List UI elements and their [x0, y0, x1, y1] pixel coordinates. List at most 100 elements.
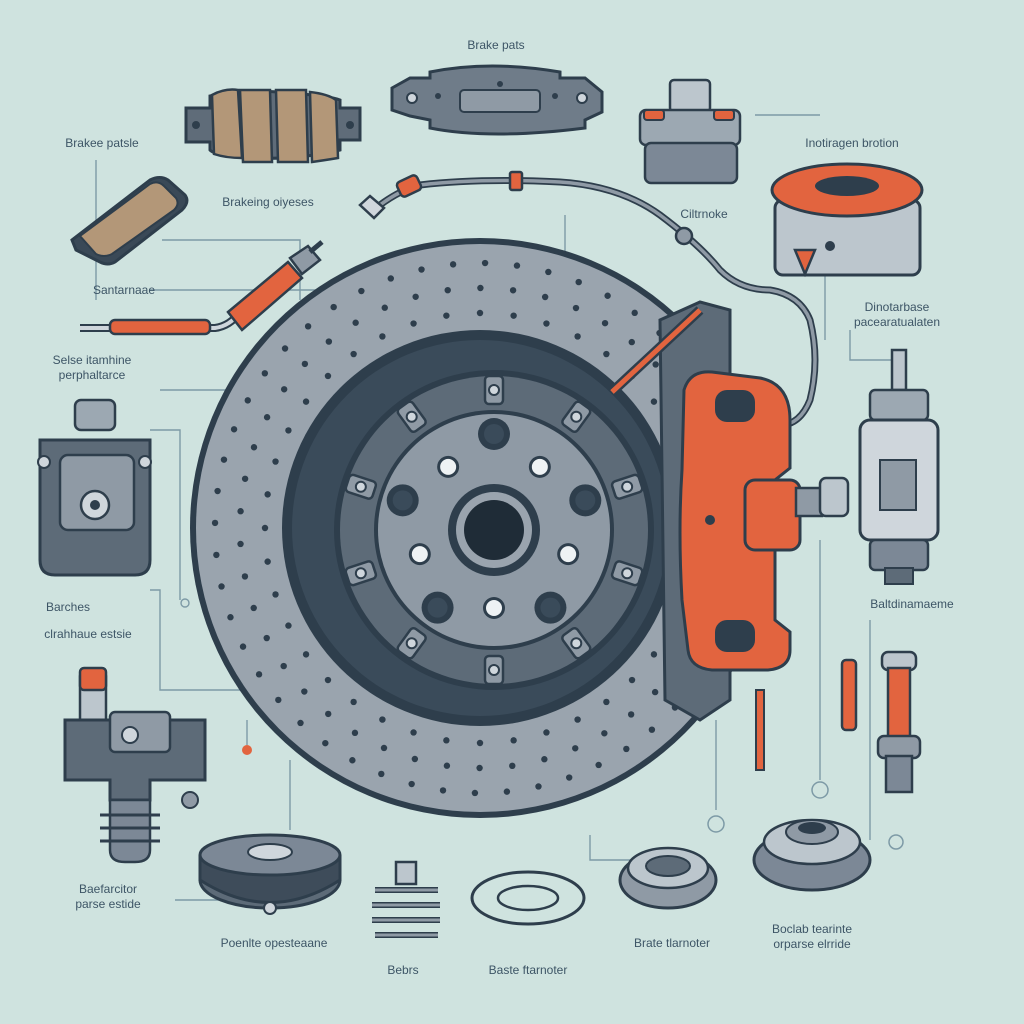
lug-hole-inner: [440, 458, 457, 475]
rotor-hole: [509, 287, 517, 294]
label-caliper-housing-b: clrahhaue estsie: [44, 627, 132, 641]
rotor-hole: [211, 519, 219, 527]
rotor-hole: [351, 729, 359, 737]
lug-hole-inner: [392, 490, 413, 511]
return-spring: [372, 860, 440, 938]
label-piston-seal: Brate tlarnoter: [633, 936, 711, 950]
rotor-hole: [250, 604, 257, 612]
brake-hose: [80, 240, 324, 336]
rotor-hole: [304, 323, 312, 330]
hub-bolt-head: [488, 384, 500, 396]
rotor-hole: [330, 303, 337, 311]
brake-sensor: [858, 348, 940, 585]
rotor-hole: [241, 475, 249, 482]
piston-housing: [198, 833, 342, 915]
lug-hole-inner: [540, 597, 561, 618]
rotor-hole: [358, 287, 365, 295]
rotor-hole: [541, 293, 549, 301]
rotor-hole: [301, 360, 309, 368]
rotor-hole: [297, 719, 304, 727]
rotor-hole: [575, 278, 582, 286]
rotor-hole: [574, 716, 581, 723]
label-bleeder-a: Baefarcitor: [78, 882, 138, 896]
rotor-hole: [449, 261, 457, 268]
rotor-hole: [601, 319, 609, 327]
fluid-reservoir: [770, 162, 924, 278]
rotor-hole: [509, 762, 516, 770]
rotor-hole: [603, 350, 610, 358]
rotor-hole: [378, 770, 385, 778]
rotor-hole: [324, 372, 332, 380]
hub-bolt-head: [354, 567, 367, 580]
rotor-hole: [301, 688, 308, 695]
rotor-hole: [280, 386, 288, 393]
label-bearing-cap-b: orparse elrride: [773, 937, 851, 951]
rotor-hole: [623, 745, 630, 753]
rotor-hole: [272, 458, 279, 465]
rotor-hole: [237, 540, 244, 548]
hub-bolt-head: [621, 567, 634, 580]
rotor-hole: [601, 730, 608, 737]
rotor-hole: [443, 762, 451, 769]
rotor-hole: [261, 524, 269, 532]
rotor-hole: [545, 268, 552, 276]
rotor-hole: [651, 688, 659, 696]
hub-bolt-head: [570, 637, 583, 650]
rotor-hole: [412, 293, 419, 300]
label-sensor-b: pacearatualaten: [853, 315, 941, 329]
leader-lines: [95, 114, 905, 901]
rotor-hole: [250, 444, 258, 451]
rotor-hole: [476, 739, 484, 747]
rotor-hole: [263, 634, 270, 642]
guide-pins: [755, 650, 922, 794]
rotor-hole: [566, 774, 573, 781]
rotor-hole: [595, 761, 602, 769]
label-dust-seal: Baste ftarnoter: [488, 963, 568, 977]
rotor-hole: [264, 558, 271, 565]
rotor-hole: [513, 262, 521, 269]
rotor-hole: [627, 711, 635, 718]
bearing-cap: [752, 818, 872, 892]
rotor-hole: [604, 292, 611, 299]
rotor-hole: [380, 744, 388, 752]
rotor-hole: [510, 737, 517, 744]
rotor-hole: [411, 755, 419, 763]
hub-bolt-head: [405, 637, 418, 650]
rotor-hole: [648, 726, 656, 733]
leader-dot-accent: [242, 745, 252, 755]
rotor-hole: [628, 676, 636, 684]
label-reservoir: Inotiragen brotion: [805, 136, 899, 150]
rotor-hole: [543, 320, 550, 327]
rotor-hole: [476, 309, 484, 317]
leader-ring: [707, 815, 725, 833]
rotor-hole: [379, 333, 386, 340]
rotor-hole: [477, 284, 484, 292]
rotor-hole: [471, 789, 479, 797]
label-brake-hose: Santarnaae: [92, 283, 156, 297]
label-piston-housing: Poenlte opesteaane: [220, 936, 328, 950]
rotor-hole: [444, 286, 451, 294]
rotor-hole: [650, 398, 658, 405]
rotor-hole: [503, 788, 511, 795]
rotor-hole: [541, 756, 548, 763]
hub-bolt-head: [405, 410, 418, 423]
brake-caliper: [608, 300, 850, 722]
rotor-hole: [574, 333, 581, 340]
label-braking-system: Brakeing oiyeses: [222, 195, 314, 209]
leader-ring: [811, 781, 829, 799]
label-brake-pads: Brake pats: [467, 38, 525, 52]
label-sensor-a: Dinotarbase: [864, 300, 930, 314]
brake-caliper-bracket: [390, 64, 604, 136]
leader-ring: [888, 834, 904, 850]
rotor-hole: [572, 304, 580, 312]
rotor-hole: [379, 716, 386, 723]
rotor-hole: [510, 312, 517, 319]
rotor-hole: [244, 397, 251, 404]
rotor-hole: [349, 757, 356, 764]
brake-line: [358, 170, 819, 429]
rotor-hole: [272, 591, 279, 598]
label-spring: Bebrs: [387, 963, 419, 977]
rotor-hole: [281, 345, 289, 352]
label-line-assembly-b: perphaltarce: [58, 368, 126, 382]
piston-seal: [618, 846, 718, 910]
